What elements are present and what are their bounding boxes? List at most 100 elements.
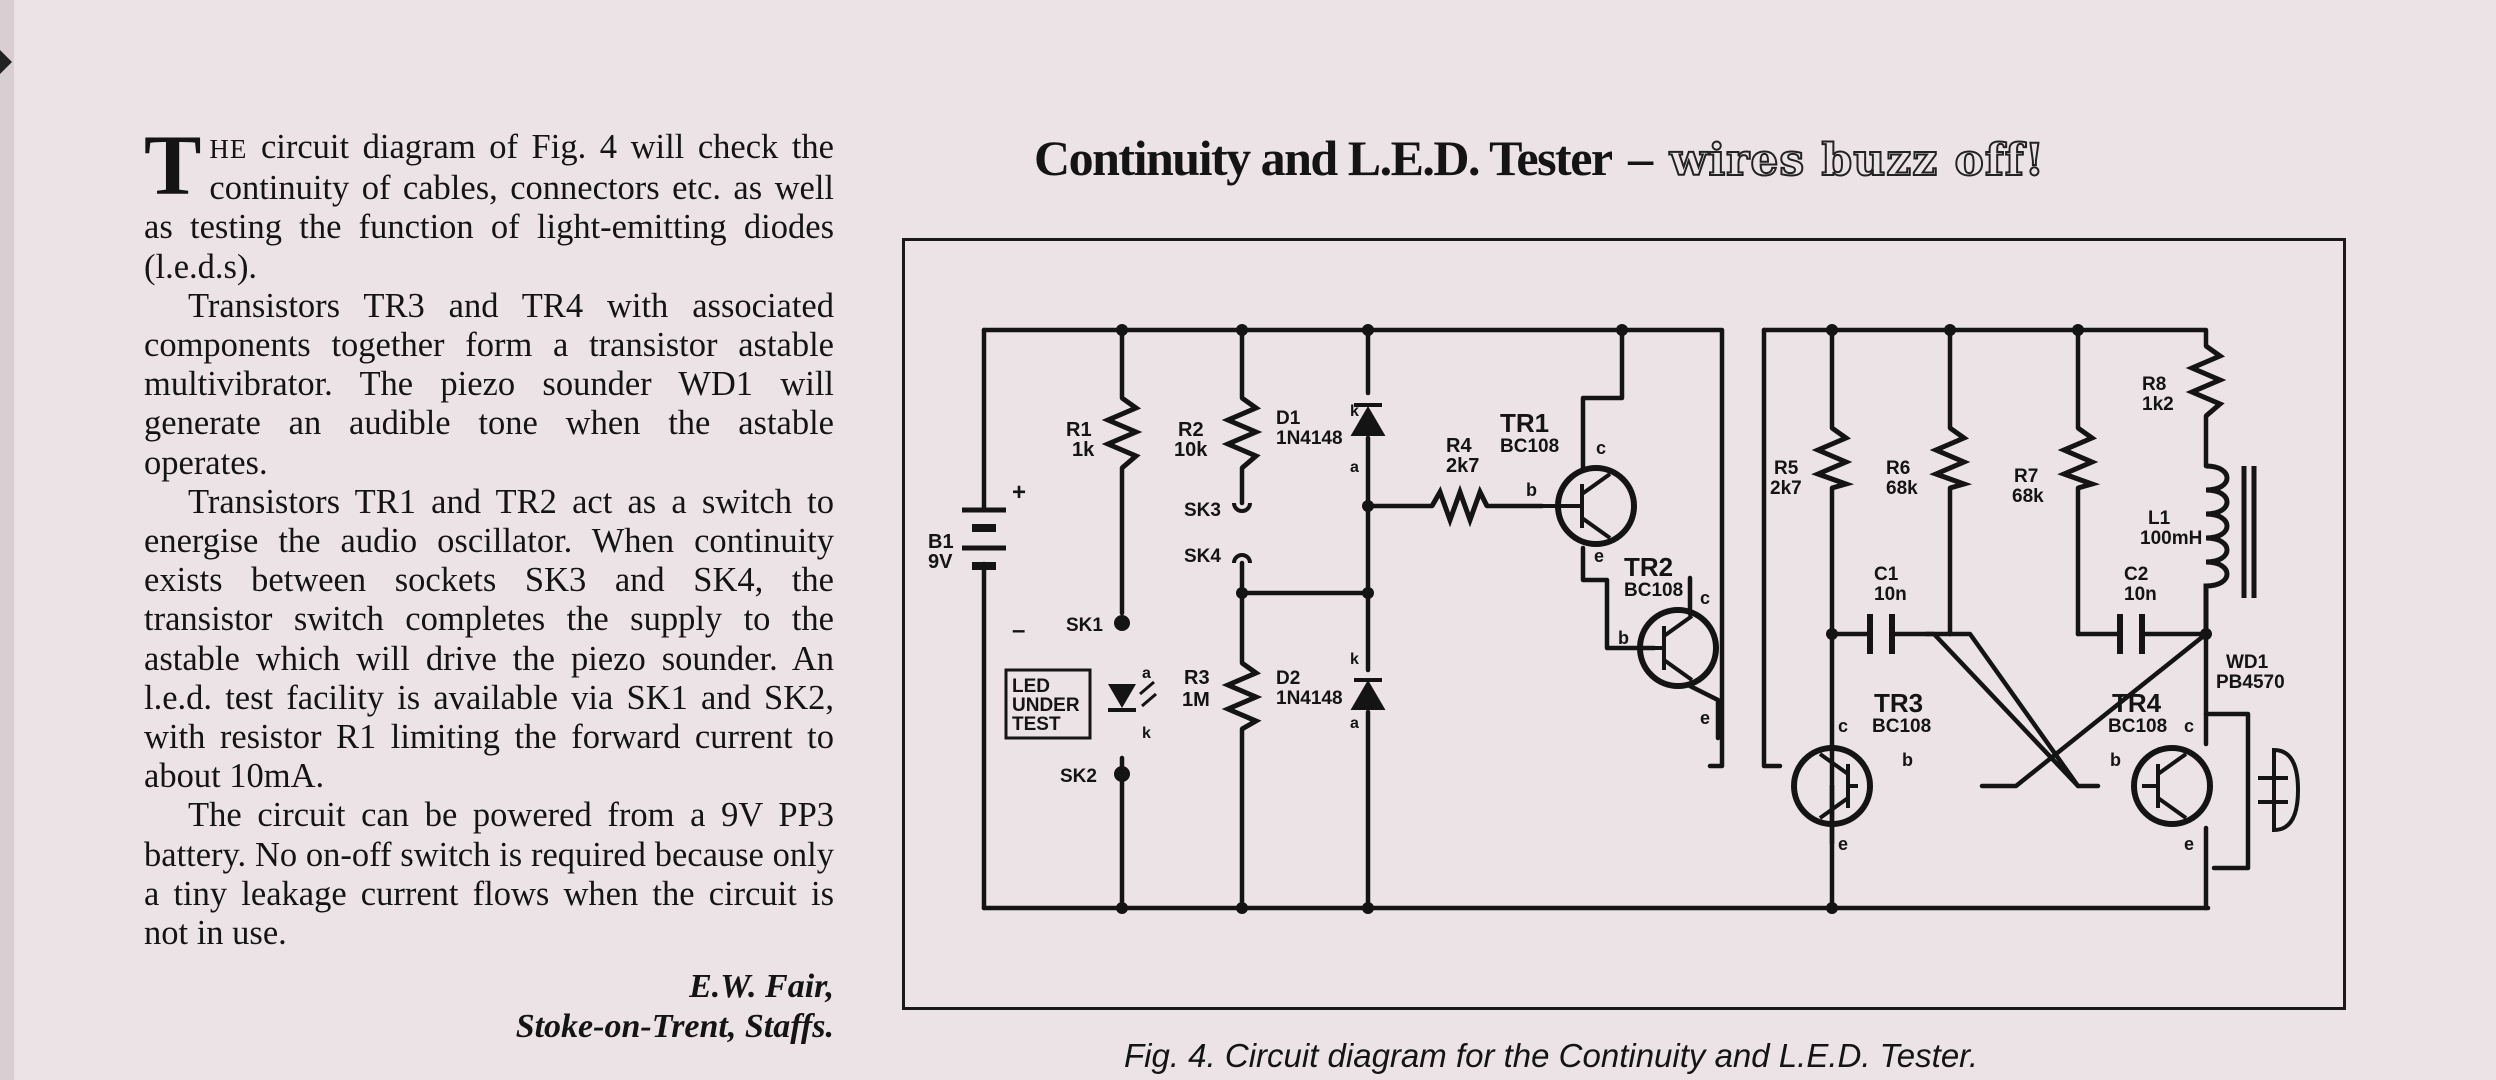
tr3-base: b xyxy=(1902,750,1913,770)
battery-b1 xyxy=(962,507,1006,570)
d1-anode: a xyxy=(1350,459,1359,476)
b1-value: 9V xyxy=(928,551,953,573)
tr1-base: b xyxy=(1526,480,1537,500)
page-edge xyxy=(0,0,14,1080)
led-label-1: LED xyxy=(1012,676,1050,697)
top-rail-right xyxy=(1761,327,1783,769)
wd1-value: PB4570 xyxy=(2216,672,2285,693)
r4-label: R4 xyxy=(1446,435,1472,457)
article-paragraph-3: Transistors TR1 and TR2 act as a switch … xyxy=(144,482,834,796)
sk2-label: SK2 xyxy=(1060,766,1097,787)
piezo-wd1 xyxy=(2258,747,2301,833)
l1-value: 100mH xyxy=(2140,528,2202,549)
d2-anode: a xyxy=(1350,715,1359,732)
tr4-collector: c xyxy=(2184,716,2194,736)
tr3-emitter: e xyxy=(1838,834,1848,854)
drop-cap: T xyxy=(144,117,202,213)
headline: Continuity and L.E.D. Tester – wires buz… xyxy=(1034,128,2374,191)
transistor-tr3 xyxy=(1791,745,1873,827)
tr4-base: b xyxy=(2110,750,2121,770)
r7-value: 68k xyxy=(2012,486,2044,507)
resistor-r5 xyxy=(1811,425,1855,491)
transistor-tr2 xyxy=(1637,607,1719,689)
signoff: E.W. Fair, Stoke-on-Trent, Staffs. xyxy=(144,967,834,1047)
r5-value: 2k7 xyxy=(1770,478,1802,499)
resistor-r1 xyxy=(1101,395,1143,470)
d1-cathode: k xyxy=(1350,403,1359,420)
author-name: E.W. Fair, xyxy=(689,968,834,1006)
transistor-tr4 xyxy=(2131,745,2213,827)
tr3-value: BC108 xyxy=(1872,716,1931,737)
d2-value: 1N4148 xyxy=(1276,688,1343,709)
figure-frame xyxy=(902,238,2346,1010)
wd1-label: WD1 xyxy=(2226,652,2269,673)
led-anode: a xyxy=(1142,665,1151,682)
inductor-l1 xyxy=(2203,463,2257,634)
r5-label: R5 xyxy=(1774,458,1799,479)
resistor-r2 xyxy=(1221,395,1263,470)
socket-sk2 xyxy=(1114,766,1130,782)
figure-caption: Fig. 4. Circuit diagram for the Continui… xyxy=(1124,1037,1979,1074)
sk4-label: SK4 xyxy=(1184,546,1221,567)
article-paragraph-4: The circuit can be powered from a 9V PP3… xyxy=(144,796,834,953)
led-label-2: UNDER xyxy=(1012,695,1080,716)
tr2-emitter: e xyxy=(1700,708,1710,728)
tr2-value: BC108 xyxy=(1624,580,1683,601)
r1-value: 1k xyxy=(1072,439,1095,461)
tr1-emitter: e xyxy=(1594,546,1604,566)
l1-label: L1 xyxy=(2148,508,2171,529)
r6-label: R6 xyxy=(1886,458,1910,479)
top-rail-left xyxy=(981,327,1725,769)
headline-title: Continuity and L.E.D. Tester xyxy=(1034,130,1613,186)
tr2-base: b xyxy=(1618,628,1629,648)
r1-label: R1 xyxy=(1066,419,1092,441)
d2-label: D2 xyxy=(1276,668,1300,689)
plus-sign: + xyxy=(1012,479,1026,506)
diode-d1 xyxy=(1350,406,1386,436)
resistor-r6 xyxy=(1929,425,1973,491)
resistor-r4 xyxy=(1429,484,1490,528)
r6-value: 68k xyxy=(1886,478,1918,499)
resistor-r3 xyxy=(1221,660,1263,732)
article-paragraph-2: Transistors TR3 and TR4 with associated … xyxy=(144,286,834,482)
tr2-label: TR2 xyxy=(1624,552,1673,582)
socket-sk3 xyxy=(1232,502,1252,513)
tr3-collector: c xyxy=(1838,716,1848,736)
tr4-value: BC108 xyxy=(2108,716,2167,737)
tr2-collector: c xyxy=(1700,588,1710,608)
circuit-diagram: B1 9V + – xyxy=(928,324,2301,914)
c2-label: C2 xyxy=(2124,564,2148,585)
lead-in: HE xyxy=(209,134,248,164)
r2-value: 10k xyxy=(1174,439,1208,461)
d1-label: D1 xyxy=(1276,408,1301,429)
top-rail-right-2 xyxy=(1761,327,2209,349)
led-under-test xyxy=(1004,668,1157,740)
tr1-label: TR1 xyxy=(1500,408,1549,438)
edge-notch xyxy=(0,50,12,74)
minus-sign: – xyxy=(1012,617,1025,644)
headline-dash: – xyxy=(1628,130,1654,186)
tr1-collector: c xyxy=(1596,438,1606,458)
r3-label: R3 xyxy=(1184,667,1210,689)
resistor-r8 xyxy=(2185,343,2227,418)
socket-sk4 xyxy=(1232,553,1252,564)
d2-cathode: k xyxy=(1350,651,1359,668)
resistor-r7 xyxy=(2057,425,2101,491)
led-cathode: k xyxy=(1142,725,1151,742)
socket-sk1 xyxy=(1114,615,1130,631)
r8-label: R8 xyxy=(2142,374,2166,395)
diode-d2 xyxy=(1350,680,1386,710)
r3-value: 1M xyxy=(1182,689,1210,711)
c1-value: 10n xyxy=(1874,584,1907,605)
c1-label: C1 xyxy=(1874,564,1899,585)
author-location: Stoke-on-Trent, Staffs. xyxy=(515,1008,834,1046)
c2-value: 10n xyxy=(2124,584,2157,605)
b1-label: B1 xyxy=(928,531,954,553)
d1-value: 1N4148 xyxy=(1276,428,1343,449)
led-label-3: TEST xyxy=(1012,714,1061,735)
tr4-label: TR4 xyxy=(2112,688,2162,718)
sk1-label: SK1 xyxy=(1066,615,1103,636)
r8-value: 1k2 xyxy=(2142,394,2174,415)
